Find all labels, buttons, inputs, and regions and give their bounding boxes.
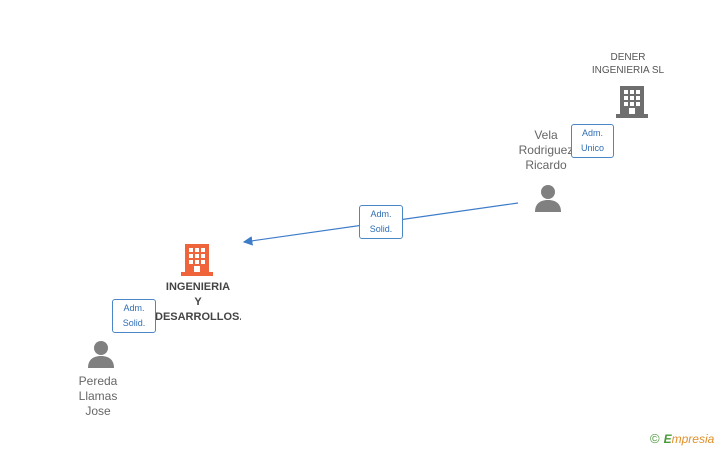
empresia-watermark: ©Empresia bbox=[650, 431, 714, 446]
person-silhouette-icon[interactable] bbox=[86, 339, 116, 369]
node-label-vela[interactable]: Vela Rodriguez Ricardo bbox=[518, 128, 574, 172]
node-label-main-company[interactable]: INGENIERIA Y DESARROLLOS... bbox=[155, 281, 241, 323]
person-silhouette-icon[interactable] bbox=[533, 183, 563, 213]
office-building-icon[interactable] bbox=[616, 84, 648, 118]
brand-initial: E bbox=[663, 432, 672, 446]
edge-badge-adm-solid-vela[interactable]: Adm. Solid. bbox=[359, 205, 403, 239]
edge-badge-adm-solid-pereda[interactable]: Adm. Solid. bbox=[112, 299, 156, 333]
brand-name: mpresia bbox=[671, 432, 715, 446]
node-label-dener[interactable]: DENER INGENIERIA SL bbox=[591, 52, 665, 76]
node-label-pereda[interactable]: Pereda Llamas Jose bbox=[78, 374, 118, 418]
edge-badge-adm-unico[interactable]: Adm. Unico bbox=[571, 124, 614, 158]
copyright-symbol: © bbox=[650, 431, 660, 446]
office-building-icon[interactable] bbox=[181, 242, 213, 276]
